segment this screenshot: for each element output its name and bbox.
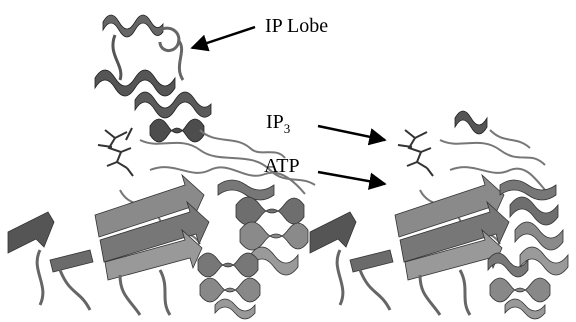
ip3-label: IP3 <box>266 112 290 132</box>
beta-sheet-right <box>310 175 509 280</box>
ip3-label-main: IP <box>266 111 284 133</box>
ip-lobe-arrow <box>192 27 255 48</box>
ip3-ligand-right <box>398 130 433 176</box>
atp-label: ATP <box>264 156 300 176</box>
c-lobe-helices-left <box>198 180 308 319</box>
right-structure-without-ip-lobe <box>310 111 568 319</box>
ip3-arrow <box>318 126 385 140</box>
ip-lobe-label: IP Lobe <box>265 16 328 36</box>
small-helix-right <box>455 111 487 134</box>
ip3-label-subscript: 3 <box>284 121 291 136</box>
atp-arrow <box>318 172 385 184</box>
ip-lobe-ribbon <box>95 15 211 142</box>
ip3-ligand-left <box>98 128 133 176</box>
